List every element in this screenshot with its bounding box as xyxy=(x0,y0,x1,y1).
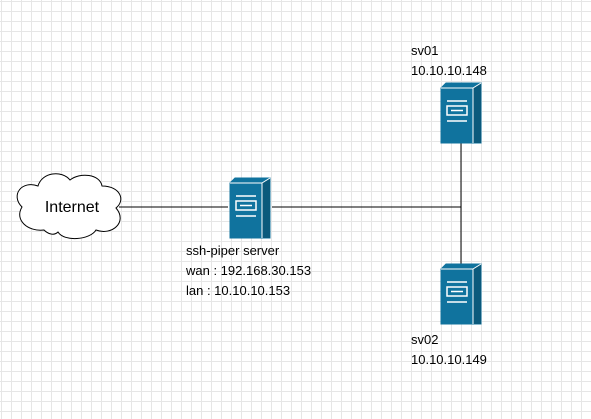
sv02-server-icon[interactable] xyxy=(440,263,482,325)
sv02-name: sv02 xyxy=(411,332,439,347)
sv01-server-icon[interactable] xyxy=(440,82,482,144)
sv01-ip: 10.10.10.148 xyxy=(411,63,487,78)
internet-label: Internet xyxy=(45,199,100,216)
internet-cloud[interactable]: Internet xyxy=(16,173,122,239)
ssh-piper-wan: wan : 192.168.30.153 xyxy=(186,263,312,278)
ssh-piper-server-icon[interactable] xyxy=(229,177,271,239)
sv02-label: sv02 10.10.10.149 xyxy=(411,330,487,370)
ssh-piper-name: ssh-piper server xyxy=(186,243,280,258)
sv01-name: sv01 xyxy=(411,43,439,58)
ssh-piper-lan: lan : 10.10.10.153 xyxy=(186,283,291,298)
cloud-icon xyxy=(16,173,122,239)
ssh-piper-label: ssh-piper server wan : 192.168.30.153 la… xyxy=(186,241,311,301)
sv02-ip: 10.10.10.149 xyxy=(411,352,487,367)
sv01-label: sv01 10.10.10.148 xyxy=(411,41,487,81)
